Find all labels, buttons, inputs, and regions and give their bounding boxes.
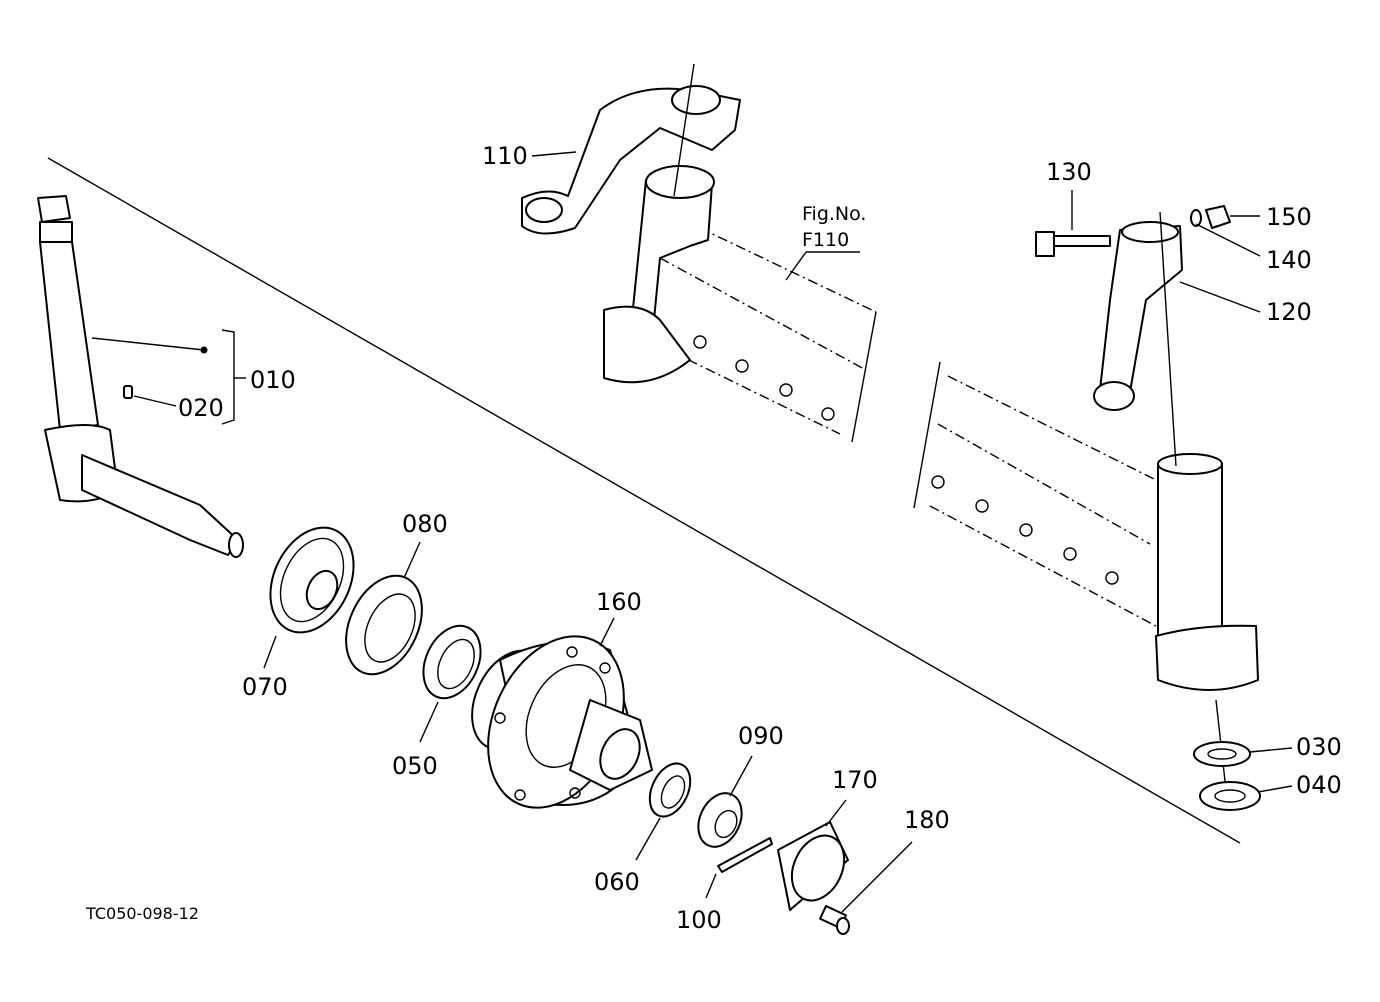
leader-080 — [403, 541, 421, 579]
leader-010 — [91, 337, 205, 351]
figure-ref-line1: Fig.No. — [802, 203, 866, 225]
leader-180 — [841, 841, 913, 913]
hub-part-160 — [471, 635, 653, 809]
castle-nut-part-090 — [697, 792, 743, 848]
leader-170 — [825, 799, 847, 827]
label-110: 110 — [482, 142, 528, 170]
leader-030 — [1249, 747, 1293, 753]
leader-fig-ref — [785, 251, 807, 281]
pin-part-020 — [123, 385, 133, 399]
leader-100 — [705, 873, 717, 899]
axis-110 — [673, 63, 695, 197]
label-090: 090 — [738, 722, 784, 750]
label-040: 040 — [1296, 771, 1342, 799]
leader-140 — [1195, 223, 1261, 257]
bracket-010 — [221, 329, 235, 425]
label-130: 130 — [1046, 158, 1092, 186]
label-070: 070 — [242, 673, 288, 701]
leader-040 — [1257, 785, 1293, 793]
label-180: 180 — [904, 806, 950, 834]
knuckle-support-right — [1155, 453, 1259, 691]
axle-beam-right — [913, 361, 1157, 627]
leader-050 — [419, 701, 439, 743]
bolt-part-130 — [1035, 231, 1111, 257]
leader-020 — [133, 395, 177, 407]
knuckle-support-left — [603, 165, 715, 384]
label-050: 050 — [392, 752, 438, 780]
leader-090 — [729, 755, 753, 797]
bearing-part-080 — [345, 574, 423, 676]
cotter-pin-part-100 — [717, 837, 773, 873]
bearing-part-050 — [422, 624, 482, 700]
axle-beam-left — [651, 227, 877, 443]
shim-part-030 — [1193, 741, 1251, 767]
leader-160 — [599, 617, 615, 647]
steering-arm-part-110 — [521, 85, 741, 235]
bearing-part-060 — [648, 762, 692, 818]
figure-ref-line2: F110 — [802, 229, 849, 251]
label-140: 140 — [1266, 246, 1312, 274]
label-030: 030 — [1296, 733, 1342, 761]
label-020: 020 — [178, 394, 224, 422]
hub-cap-part-170 — [777, 821, 849, 911]
seal-part-070 — [269, 526, 355, 634]
label-080: 080 — [402, 510, 448, 538]
label-150: 150 — [1266, 203, 1312, 231]
drawing-code: TC050-098-12 — [85, 904, 199, 923]
label-160: 160 — [596, 588, 642, 616]
spindle-part-010 — [37, 195, 244, 558]
leader-120 — [1179, 281, 1261, 313]
washer-part-140 — [1190, 209, 1202, 227]
label-120: 120 — [1266, 298, 1312, 326]
shim-part-040 — [1199, 781, 1261, 811]
label-060: 060 — [594, 868, 640, 896]
leader-070 — [263, 635, 277, 669]
label-100: 100 — [676, 906, 722, 934]
steering-arm-part-120 — [1093, 221, 1183, 411]
leader-060 — [635, 817, 661, 861]
label-010: 010 — [250, 366, 296, 394]
leader-110 — [531, 151, 577, 157]
nut-part-150 — [1205, 205, 1231, 229]
label-170: 170 — [832, 766, 878, 794]
assembly-axis-line — [47, 157, 1241, 844]
leader-dot-010 — [200, 346, 208, 354]
axis-120 — [1159, 211, 1177, 467]
grease-nipple-part-180 — [819, 905, 850, 935]
